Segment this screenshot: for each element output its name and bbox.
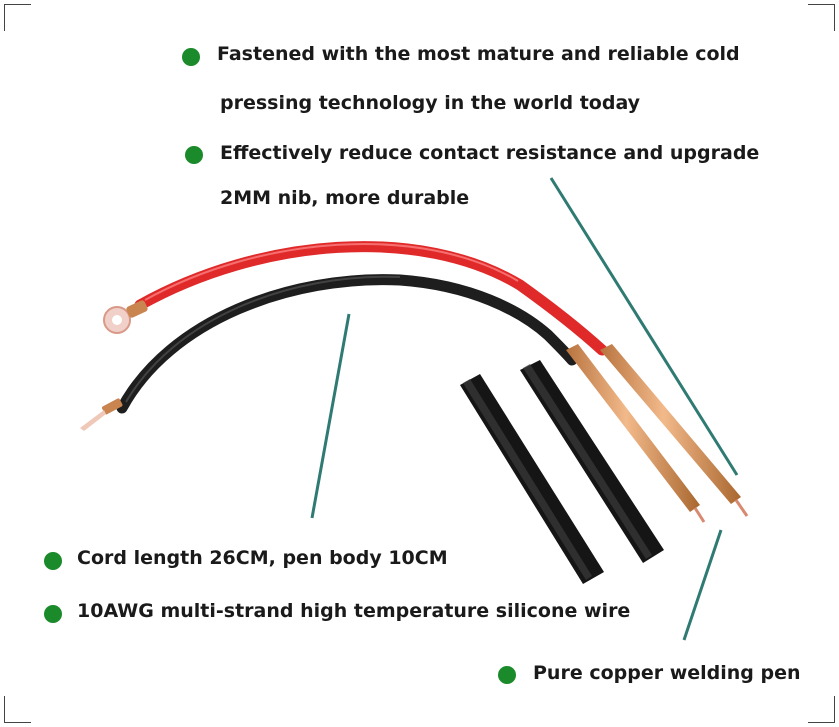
feature-text-line: Pure copper welding pen [533, 662, 801, 684]
ring-terminal [103, 300, 148, 334]
bullet-dot-icon [44, 605, 62, 623]
feature-text-line: 2MM nib, more durable [220, 187, 470, 209]
copper-pen-left [566, 344, 706, 523]
bullet-dot-icon [44, 552, 62, 570]
callout-line-pen [682, 529, 723, 641]
frame-corner-bottom-left [4, 696, 31, 723]
feature-text-line: Effectively reduce contact resistance an… [220, 142, 760, 164]
frame-corner-top-right [808, 4, 835, 31]
feature-text-line: 10AWG multi-strand high temperature sili… [77, 600, 631, 622]
bullet-dot-icon [498, 666, 516, 684]
feature-text-line: pressing technology in the world today [220, 92, 641, 114]
black-wire-terminal [80, 398, 123, 431]
bullet-dot-icon [185, 146, 203, 164]
copper-pen-right [600, 344, 749, 517]
callout-line-nib [549, 177, 739, 476]
heat-shrink-tube-left [460, 374, 604, 584]
bullet-dot-icon [182, 48, 200, 66]
heat-shrink-tube-right [520, 360, 664, 563]
callout-line-cord [310, 313, 351, 519]
feature-text-line: Fastened with the most mature and reliab… [217, 43, 740, 65]
frame-corner-top-left [4, 4, 31, 31]
feature-text-line: Cord length 26CM, pen body 10CM [77, 547, 448, 569]
black-wire [116, 274, 578, 414]
frame-corner-bottom-right [808, 696, 835, 723]
red-wire [134, 241, 608, 356]
